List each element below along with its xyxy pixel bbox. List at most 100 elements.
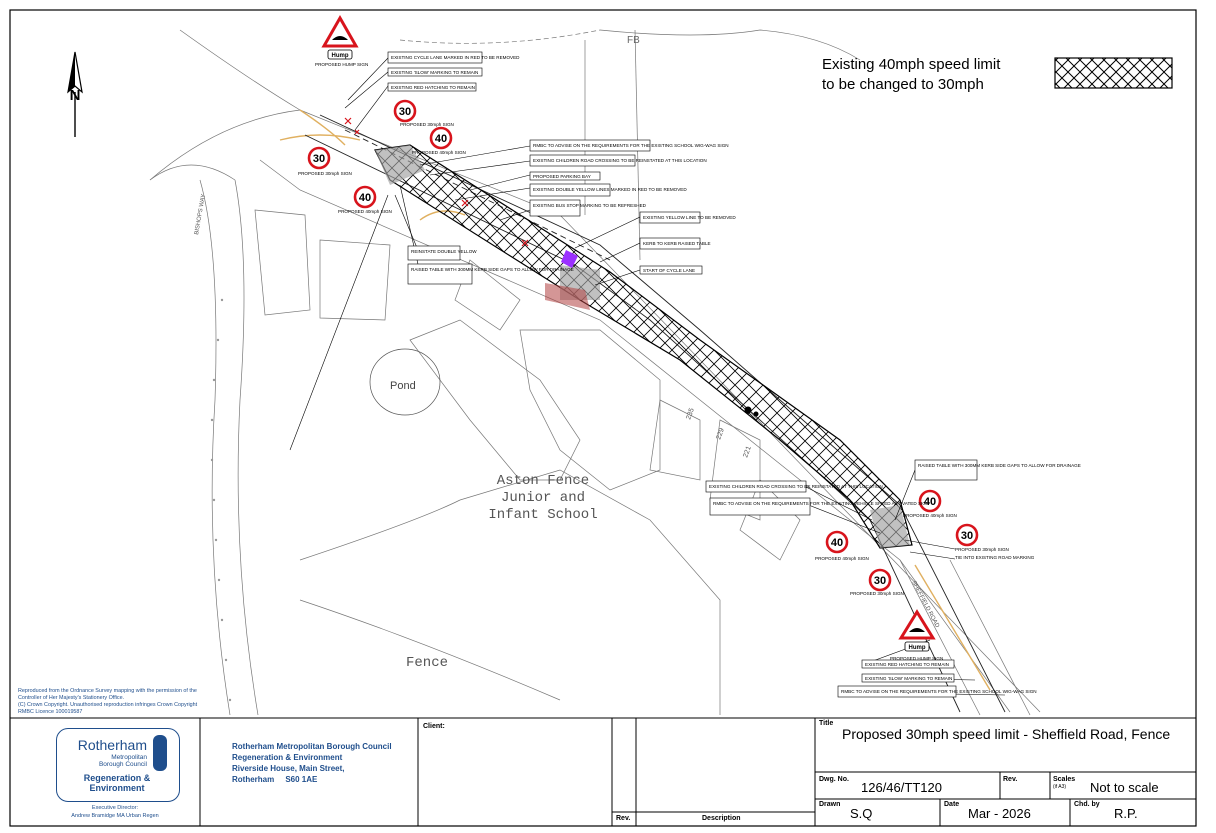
north-arrow: N	[67, 51, 83, 137]
address-line-1: Rotherham Metropolitan Borough Council	[232, 742, 392, 751]
sign-30-top: 30 PROPOSED 30mph SIGN	[393, 99, 454, 127]
checked-by-label: Chd. by	[1074, 801, 1100, 808]
school-label-1: Aston Fence	[497, 473, 589, 489]
sheffield-road	[304, 114, 1006, 713]
logo-borough: Borough Council	[98, 761, 147, 768]
note-yellow-line: EXISTING YELLOW LINE TO BE REMOVED	[643, 215, 736, 220]
drawing-title: Proposed 30mph speed limit - Sheffield R…	[842, 726, 1171, 742]
hedge-dots	[210, 298, 232, 702]
sign-40-right: 40 PROPOSED 40mph SIGN	[903, 489, 957, 518]
address-line-3: Riverside House, Main Street,	[232, 764, 345, 773]
logo-env: Environment	[89, 783, 145, 793]
legend: Existing 40mph speed limit to be changed…	[822, 55, 1000, 95]
date-label: Date	[944, 801, 960, 808]
north-label: N	[70, 87, 81, 104]
house-235: 235	[685, 407, 696, 420]
note-slow-marking-se: EXISTING 'SLOW' MARKING TO REMAIN	[865, 676, 952, 681]
logo-metropolitan: Metropolitan	[111, 754, 147, 761]
council-logo: Rotherham Metropolitan Borough Council R…	[56, 728, 180, 802]
svg-text:30: 30	[874, 575, 886, 587]
note-cycle-start: START OF CYCLE LANE	[643, 268, 695, 273]
svg-text:PROPOSED 40mph SIGN: PROPOSED 40mph SIGN	[338, 209, 392, 214]
raised-tables	[375, 145, 910, 548]
school-label-3: Infant School	[488, 507, 597, 523]
executive-director-label: Executive Director:	[91, 805, 139, 811]
note-red-hatching-se: EXISTING RED HATCHING TO REMAIN	[865, 662, 949, 667]
sheet-border	[9, 9, 1197, 827]
date-value: Mar - 2026	[968, 806, 1031, 821]
executive-director-name: Andrew Bramidge MA Urban Regen	[71, 813, 159, 819]
svg-text:(C) Crown Copyright. Unauthori: (C) Crown Copyright. Unauthorised reprod…	[18, 702, 198, 708]
note-double-yellow: EXISTING DOUBLE YELLOW LINES MARKED IN R…	[533, 187, 687, 192]
base-map	[149, 29, 1041, 716]
svg-text:PROPOSED 40mph SIGN: PROPOSED 40mph SIGN	[412, 150, 466, 155]
note-red-hatching: EXISTING RED HATCHING TO REMAIN	[391, 85, 475, 90]
drawn-label: Drawn	[819, 801, 841, 808]
title-label: Title	[819, 720, 834, 727]
legend-hatch-swatch	[1054, 57, 1173, 89]
svg-text:30: 30	[313, 153, 325, 165]
address-line-4: Rotherham S60 1AE	[232, 775, 318, 784]
sign-40-top: 40 PROPOSED 40mph SIGN	[412, 126, 466, 155]
dwg-no-label: Dwg. No.	[819, 776, 849, 783]
drawn-value: S.Q	[850, 806, 873, 821]
sign-40-left: 40 PROPOSED 40mph SIGN	[338, 185, 392, 214]
scales-value: Not to scale	[1090, 780, 1159, 795]
legend-line-2: to be changed to 30mph	[822, 76, 984, 93]
house-221: 221	[742, 445, 753, 458]
logo-name: Rotherham	[77, 737, 147, 753]
note-bus-stop: EXISTING BUS STOP MARKING TO BE REFRESHE…	[533, 203, 647, 208]
pond-label: Pond	[390, 380, 416, 392]
svg-text:PROPOSED HUMP SIGN: PROPOSED HUMP SIGN	[890, 656, 943, 661]
red-markers	[344, 117, 529, 247]
note-wigwag-se: RMBC TO ADVISE ON THE REQUIREMENTS FOR T…	[841, 689, 1037, 694]
scales-label: Scales	[1053, 776, 1076, 783]
speed-change-hatch	[374, 144, 913, 549]
sign-40-bottom: 40 PROPOSED 40mph SIGN	[815, 530, 869, 561]
house-229: 229	[715, 427, 726, 440]
rev-column-label: Rev.	[616, 815, 631, 822]
note-parking-bay: PROPOSED PARKING BAY	[533, 174, 591, 179]
fb-label: FB	[627, 35, 640, 46]
note-raised-table-e: RAISED TABLE WITH 300MM KERB SIDE GAPS T…	[918, 463, 1081, 468]
note-tie-in: TIE INTO EXISTING ROAD MARKING	[955, 555, 1035, 560]
sign-30-right: 30	[955, 523, 979, 547]
svg-text:RMBC Licence 100019587: RMBC Licence 100019587	[18, 709, 82, 715]
note-wigwag: RMBC TO ADVISE ON THE REQUIREMENTS FOR T…	[533, 143, 729, 148]
note-reinstate-yellow: REINSTATE DOUBLE YELLOW	[411, 249, 477, 254]
svg-text:PROPOSED HUMP SIGN: PROPOSED HUMP SIGN	[315, 62, 368, 67]
map-labels: FB Pond Aston Fence Junior and Infant Sc…	[194, 35, 940, 671]
title-block-grid	[10, 717, 1196, 826]
copyright-notice: Reproduced from the Ordnance Survey mapp…	[18, 688, 198, 715]
legend-line-1: Existing 40mph speed limit	[822, 56, 1001, 73]
note-vas-sign: RMBC TO ADVISE ON THE REQUIREMENTS FOR T…	[713, 501, 929, 506]
svg-text:40: 40	[831, 537, 843, 549]
svg-text:Reproduced from the Ordnance S: Reproduced from the Ordnance Survey mapp…	[18, 688, 197, 694]
scales-sub-label: (if A3)	[1053, 784, 1067, 790]
fence-label: Fence	[406, 655, 448, 671]
speed-signs: 30 PROPOSED 30mph SIGN 40 PROPOSED 40mph…	[298, 99, 979, 596]
address-line-2: Regeneration & Environment	[232, 753, 343, 762]
client-label: Client:	[423, 723, 445, 730]
svg-text:Controller of Her Majesty's St: Controller of Her Majesty's Stationery O…	[18, 695, 124, 701]
bishops-way-label: BISHOPS WAY	[194, 194, 207, 236]
dwg-no-value: 126/46/TT120	[861, 780, 942, 795]
description-column-label: Description	[702, 815, 741, 822]
svg-text:40: 40	[924, 496, 936, 508]
svg-text:40: 40	[435, 133, 447, 145]
note-kerb-table: KERB TO KERB RAISED TABLE	[643, 241, 711, 246]
annotations: EXISTING CYCLE LANE MARKED IN RED TO BE …	[387, 51, 1081, 698]
checked-by-value: R.P.	[1114, 806, 1138, 821]
logo-regen: Regeneration &	[83, 773, 151, 783]
svg-text:Hump: Hump	[909, 645, 926, 651]
svg-text:Hump: Hump	[332, 53, 349, 59]
note-crossing-e: EXISTING CHILDREN ROAD CROSSING TO BE RE…	[709, 484, 883, 489]
svg-text:PROPOSED 40mph SIGN: PROPOSED 40mph SIGN	[815, 556, 869, 561]
svg-text:40: 40	[359, 192, 371, 204]
school-label-2: Junior and	[501, 490, 585, 506]
note-raised-table-w: RAISED TABLE WITH 300MM KERB SIDE GAPS T…	[411, 267, 574, 272]
svg-text:PROPOSED 30mph SIGN: PROPOSED 30mph SIGN	[850, 591, 904, 596]
svg-text:30: 30	[399, 106, 411, 118]
